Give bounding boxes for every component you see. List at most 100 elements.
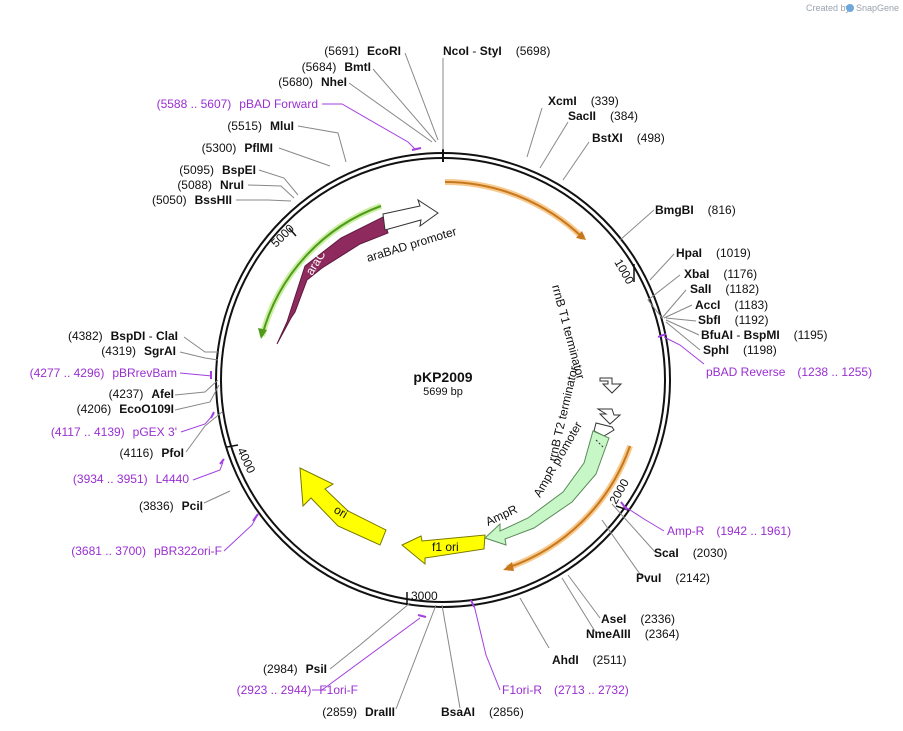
site-bmgbi: BmgBI(816) xyxy=(655,203,736,217)
plasmid-title: pKP2009 5699 bp xyxy=(413,369,472,398)
leader-bsaai xyxy=(441,604,461,709)
primer-pbadf: (5588 .. 5607)pBAD Forward xyxy=(157,97,318,111)
snapgene-logo-icon xyxy=(846,4,854,12)
leader-bfuai xyxy=(665,319,700,336)
site-nmeaiii: NmeAIII(2364) xyxy=(586,627,679,641)
plasmid-length: 5699 bp xyxy=(423,386,463,398)
leader-pfoi xyxy=(185,411,223,453)
leader-draiii xyxy=(395,604,437,710)
site-sbfi: SbfI(1192) xyxy=(698,313,768,327)
primer-mark-pbadf xyxy=(411,147,422,151)
leader-pbr322 xyxy=(223,515,258,552)
primer-mark-f1orif xyxy=(417,614,427,618)
leader-sali xyxy=(661,289,687,319)
orf-arc-1 xyxy=(444,179,586,241)
site-nhei: (5680)NheI xyxy=(278,75,347,89)
leader-pvui xyxy=(601,519,643,578)
site-hpai: HpaI(1019) xyxy=(676,246,751,260)
site-pcii: (3836)PciI xyxy=(139,499,203,513)
plasmid-name: pKP2009 xyxy=(413,369,472,385)
leader-nrui xyxy=(247,184,295,199)
feature-ori xyxy=(299,467,387,546)
leader-ecori xyxy=(404,52,439,141)
primer-pgex: (4117 .. 4139)pGEX 3' xyxy=(51,425,177,439)
orf-arc-1-arrow-icon xyxy=(576,231,586,240)
feature-arac xyxy=(276,216,389,345)
tick-label: 4000 xyxy=(234,445,258,475)
site-sacii: SacII(384) xyxy=(568,109,638,123)
site-acci: AccI(1183) xyxy=(695,298,768,312)
primer-f1orir: F1ori-R(2713 .. 2732) xyxy=(502,683,629,697)
site-bspdi: (4382)BspDI - ClaI xyxy=(68,329,178,343)
site-nrui: (5088)NruI xyxy=(177,178,244,192)
site-ecori: (5691)EcoRI xyxy=(324,44,401,58)
primer-leaders xyxy=(179,103,705,691)
feature-t1 xyxy=(599,377,623,394)
feature-f1-label: f1 ori xyxy=(432,540,459,554)
feature-ampr-divider xyxy=(595,439,605,449)
site-xbai: XbaI(1176) xyxy=(684,267,757,281)
leader-eco xyxy=(174,384,220,411)
site-bmti: (5684)BmtI xyxy=(302,60,371,74)
orf-arc-2-arrow-icon xyxy=(503,562,514,571)
leader-sphi xyxy=(665,321,701,351)
site-afei: (4237)AfeI xyxy=(109,387,174,401)
leader-l4440 xyxy=(192,461,224,481)
site-ncoi: NcoI - StyI(5698) xyxy=(443,44,550,58)
leader-sgrai xyxy=(179,351,219,361)
feature-f1 xyxy=(401,534,486,566)
credit-text: Created by xyxy=(806,3,851,13)
leader-pflmi xyxy=(278,147,331,167)
orf-arc-2 xyxy=(506,445,633,571)
leader-ampr-primer xyxy=(623,505,665,532)
site-mlui: (5515)MluI xyxy=(227,119,294,133)
leader-xbai xyxy=(647,274,681,319)
orf-arc-1-line xyxy=(444,181,584,239)
site-sphi: SphI(1198) xyxy=(703,343,777,357)
leader-afei xyxy=(174,379,219,396)
site-bspei: (5095)BspEI xyxy=(179,163,256,177)
tick-mark xyxy=(288,227,297,237)
site-pfoi: (4116)PfoI xyxy=(120,446,184,460)
leader-pbadf xyxy=(322,103,417,151)
site-draiii: (2859)DraIII xyxy=(322,705,395,719)
tick-mark xyxy=(226,444,239,448)
site-sali: SalI(1182) xyxy=(690,282,759,296)
leader-bsshii xyxy=(236,199,292,202)
green-arc-line xyxy=(261,205,382,337)
feature-t2 xyxy=(596,408,622,425)
leader-ahdi xyxy=(519,597,550,649)
outer-arcs xyxy=(258,179,633,571)
site-sgrai: (4319)SgrAI xyxy=(101,344,176,358)
site-bsaai: BsaAI(2856) xyxy=(441,705,524,719)
leader-scai xyxy=(611,503,656,553)
primer-mark-ampr xyxy=(620,501,628,511)
site-psii: (2984)PsiI xyxy=(263,662,327,676)
site-ahdi: AhdI(2511) xyxy=(552,653,626,667)
backbone xyxy=(215,149,671,608)
leader-pbadr xyxy=(663,336,705,365)
leader-xcmi xyxy=(526,107,543,158)
site-asei: AseI(2336) xyxy=(601,612,675,626)
leader-sacii xyxy=(539,121,569,169)
green-arc xyxy=(259,203,383,337)
green-arc-arrow-icon xyxy=(258,328,267,339)
site-leaders xyxy=(174,52,701,710)
primer-pbadr: pBAD Reverse(1238 .. 1255) xyxy=(706,365,872,379)
site-labels: NcoI - StyI(5698) (5691)EcoRI (5684)BmtI… xyxy=(68,44,828,719)
site-bsshii: (5050)BssHII xyxy=(152,193,232,207)
site-bstxi: BstXI(498) xyxy=(592,131,665,145)
leader-pbrrev xyxy=(179,372,213,377)
site-pvui: PvuI(2142) xyxy=(636,571,710,585)
primer-pbr322: (3681 .. 3700)pBR322ori-F xyxy=(71,544,222,558)
feature-terminator-block xyxy=(593,422,615,437)
credit: Created by SnapGene xyxy=(806,3,899,13)
credit-app: SnapGene xyxy=(856,3,899,13)
primer-ampr: Amp-R(1942 .. 1961) xyxy=(667,524,791,538)
tick-label: 3000 xyxy=(411,589,438,603)
site-bfuai: BfuAI - BspMI(1195) xyxy=(701,328,827,342)
leader-bspei xyxy=(258,169,299,196)
primer-l4440: (3934 .. 3951)L4440 xyxy=(73,472,189,486)
leader-bmti xyxy=(372,68,437,143)
